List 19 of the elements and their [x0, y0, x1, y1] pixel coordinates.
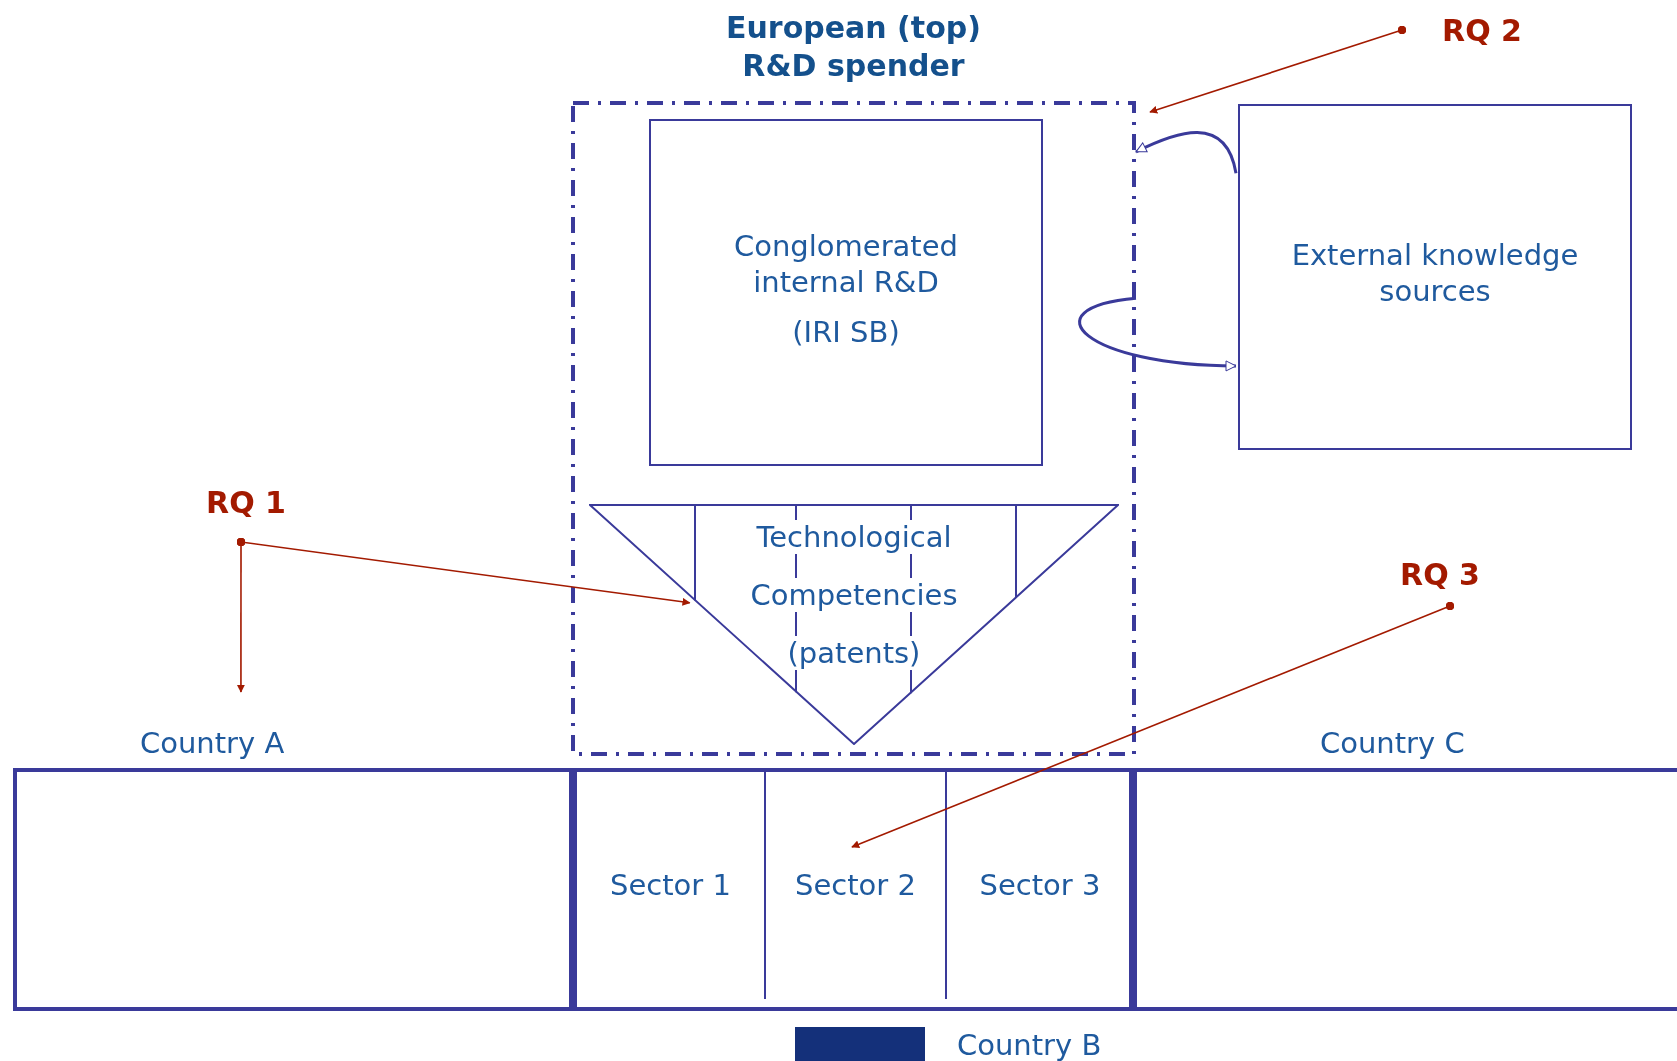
- node-text: (IRI SB): [791, 313, 901, 350]
- country-label: Country C: [1320, 725, 1465, 762]
- heading: European (top) R&D spender: [725, 9, 982, 85]
- legend-label: Country B: [957, 1027, 1102, 1061]
- research-question-label: RQ 3: [1390, 556, 1490, 592]
- sector-column: Sector 2: [764, 772, 945, 999]
- curved-arrow: [1078, 296, 1237, 372]
- curved-arrow: [1135, 131, 1238, 174]
- research-question-label: RQ 2: [1432, 12, 1532, 48]
- research-question-label: RQ 1: [196, 484, 296, 520]
- leader-arrow: [1149, 25, 1407, 114]
- process-box: [649, 119, 1043, 466]
- node-text: External knowledge sources: [1290, 237, 1580, 309]
- sector-column: Sector 1: [577, 772, 764, 999]
- process-box: [1238, 104, 1632, 450]
- leader-arrow: [851, 601, 1455, 848]
- node-text: Conglomerated internal R&D: [733, 227, 959, 300]
- leader-arrow: [236, 537, 691, 606]
- country-label: Country A: [140, 725, 285, 762]
